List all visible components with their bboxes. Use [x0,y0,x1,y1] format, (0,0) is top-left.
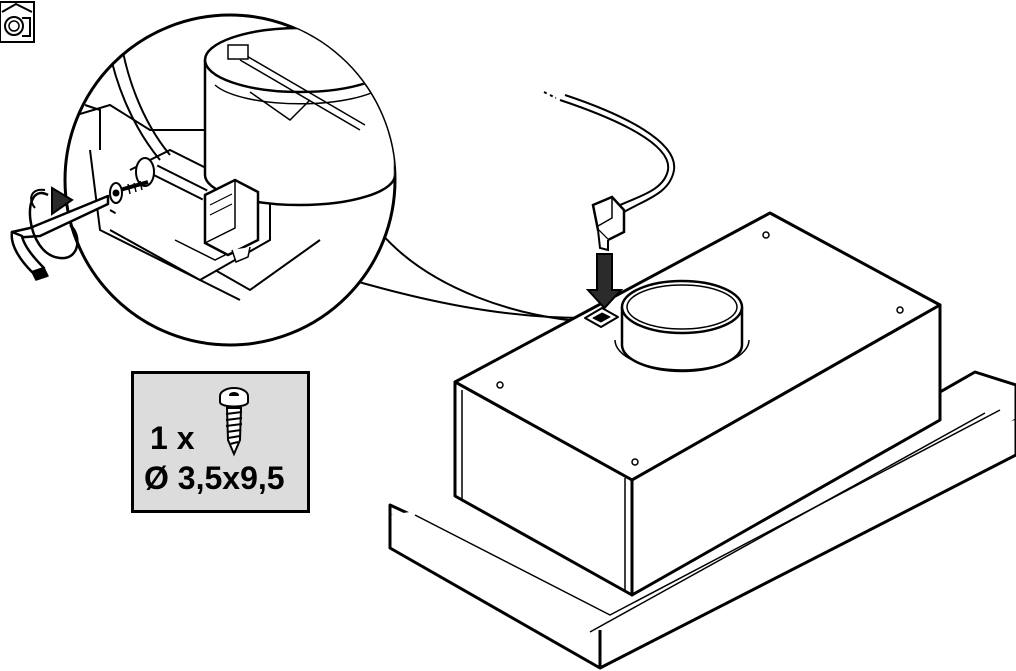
power-socket [584,307,619,328]
clockwise-rotation-arrow-icon [28,186,79,260]
duct-installation-icon [0,1,35,43]
down-arrow-icon [585,253,624,310]
screw-icon [219,387,249,457]
detail-callout-lines [344,231,591,323]
allen-key-tool [10,194,110,281]
screw-spec-panel: 1 x Ø 3,5x9,5 [131,371,310,513]
magnified-detail [10,13,397,347]
screw-quantity: 1 x [150,420,195,456]
screw-dimensions: Ø 3,5x9,5 [144,460,285,496]
air-duct-collar [614,279,750,373]
power-cable-with-plug [543,91,676,252]
cooker-hood [388,211,1016,670]
hood-body [453,211,942,597]
